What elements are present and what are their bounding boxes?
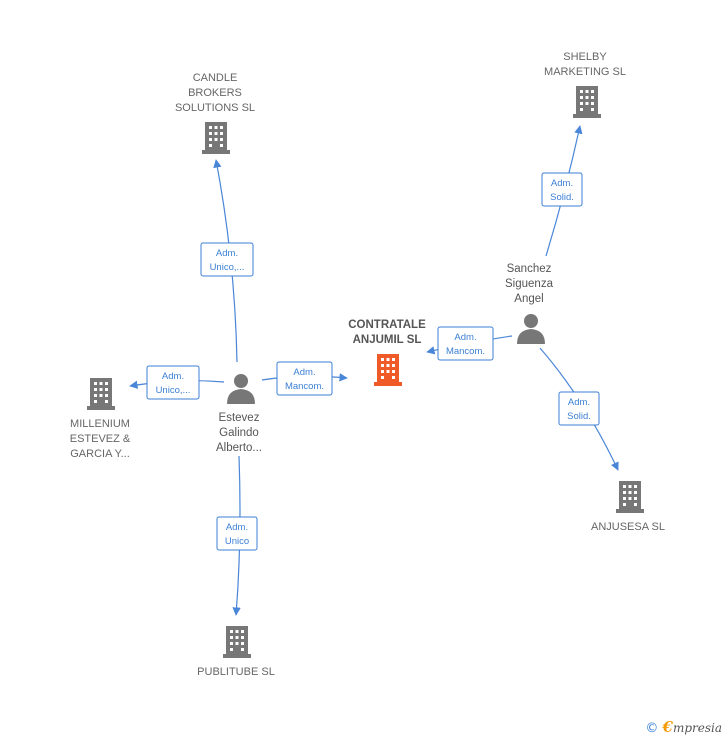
building-icon xyxy=(202,122,230,154)
person-label: Alberto... xyxy=(216,442,262,454)
company-label: SHELBY xyxy=(563,51,607,63)
edge-label-line: Unico,... xyxy=(156,385,191,396)
edge-label-line: Adm. xyxy=(216,248,238,259)
person-label: Sanchez xyxy=(507,263,552,275)
company-node-contratale[interactable]: CONTRATALE ANJUMIL SL xyxy=(348,319,426,386)
edge-label-line: Unico,... xyxy=(210,262,245,273)
company-label: MILLENIUM xyxy=(70,418,130,430)
footer-brand: © €mpresia xyxy=(645,718,722,736)
edge-label-line: Adm. xyxy=(551,178,573,189)
person-label: Siguenza xyxy=(505,278,554,290)
person-icon xyxy=(227,374,255,404)
company-node-candle[interactable]: CANDLE BROKERS SOLUTIONS SL xyxy=(175,72,255,154)
company-label: CANDLE xyxy=(193,72,238,84)
company-label: CONTRATALE xyxy=(348,319,426,331)
edge-label-line: Solid. xyxy=(567,411,591,422)
edge-label-estevez-publitube[interactable]: Adm. Unico xyxy=(216,516,258,551)
brand-logo-text: mpresia xyxy=(672,721,722,735)
edge-label-sanchez-anjusesa[interactable]: Adm. Solid. xyxy=(558,391,600,426)
company-label: MARKETING SL xyxy=(544,66,626,78)
company-node-publitube[interactable]: PUBLITUBE SL xyxy=(197,626,275,678)
building-icon xyxy=(616,481,644,513)
brand-logo-initial: € xyxy=(662,718,673,736)
edge-label-line: Adm. xyxy=(454,332,476,343)
person-label: Angel xyxy=(514,293,543,305)
company-node-anjusesa[interactable]: ANJUSESA SL xyxy=(591,481,665,533)
building-icon xyxy=(374,354,402,386)
company-label: SOLUTIONS SL xyxy=(175,102,255,114)
building-icon xyxy=(223,626,251,658)
company-node-shelby[interactable]: SHELBY MARKETING SL xyxy=(544,51,626,118)
edge-label-line: Adm. xyxy=(568,397,590,408)
edge-label-line: Mancom. xyxy=(285,381,324,392)
person-icon xyxy=(517,314,545,344)
edge-label-line: Mancom. xyxy=(446,346,485,357)
copyright-symbol: © xyxy=(645,721,659,736)
edge-label-line: Solid. xyxy=(550,192,574,203)
person-label: Galindo xyxy=(219,427,259,439)
edge-label-estevez-millenium[interactable]: Adm. Unico,... xyxy=(146,365,200,400)
edge-labels: Adm. Unico,... Adm. Unico,... Adm. Manco… xyxy=(146,172,600,551)
edge-label-line: Adm. xyxy=(162,371,184,382)
person-node-sanchez[interactable]: Sanchez Siguenza Angel xyxy=(505,263,554,344)
building-icon xyxy=(573,86,601,118)
company-label: BROKERS xyxy=(188,87,242,99)
company-label: ANJUMIL SL xyxy=(353,334,422,346)
edge-label-estevez-candle[interactable]: Adm. Unico,... xyxy=(200,242,254,277)
company-label: PUBLITUBE SL xyxy=(197,666,275,678)
company-node-millenium[interactable]: MILLENIUM ESTEVEZ & GARCIA Y... xyxy=(70,378,131,460)
company-label: ANJUSESA SL xyxy=(591,521,665,533)
brand-logo[interactable]: €mpresia xyxy=(662,718,723,736)
building-icon xyxy=(87,378,115,410)
person-node-estevez[interactable]: Estevez Galindo Alberto... xyxy=(216,374,262,454)
person-label: Estevez xyxy=(219,412,260,424)
edge-label-sanchez-contratale[interactable]: Adm. Mancom. xyxy=(437,326,494,361)
company-label: ESTEVEZ & xyxy=(70,433,131,445)
edge-label-line: Adm. xyxy=(226,522,248,533)
edge-label-estevez-contratale[interactable]: Adm. Mancom. xyxy=(276,361,333,396)
edge-label-line: Adm. xyxy=(293,367,315,378)
edge-label-sanchez-shelby[interactable]: Adm. Solid. xyxy=(541,172,583,207)
edge-label-line: Unico xyxy=(225,536,249,547)
company-label: GARCIA Y... xyxy=(70,448,130,460)
